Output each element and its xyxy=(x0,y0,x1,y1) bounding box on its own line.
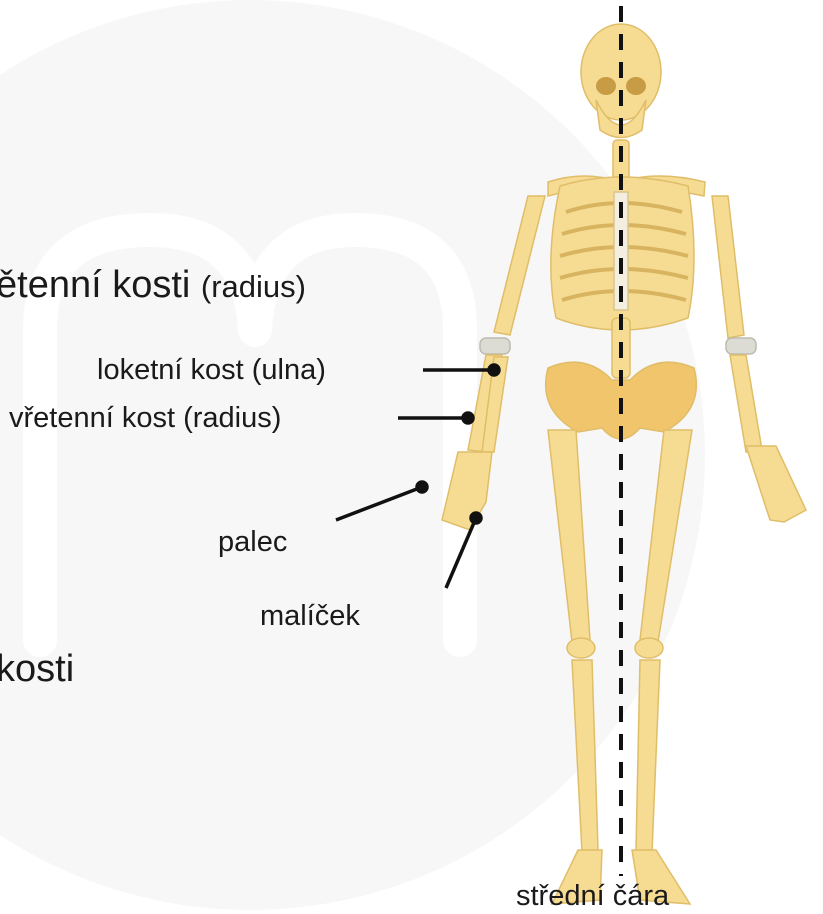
thumb-leader-line xyxy=(336,487,422,520)
little-finger-leader-dot xyxy=(471,513,481,523)
ulna-leader-dot xyxy=(489,365,499,375)
label-little-finger: malíček xyxy=(260,602,360,631)
little-finger-leader-line xyxy=(446,518,476,588)
label-ulna: loketní kost (ulna) xyxy=(97,356,326,385)
thumb-leader-dot xyxy=(417,482,427,492)
label-radius: vřetenní kost (radius) xyxy=(9,404,281,433)
label-midline: střední čára xyxy=(516,882,669,911)
label-thumb: palec xyxy=(218,528,287,557)
skeleton-figure xyxy=(442,24,806,904)
radius-leader-dot xyxy=(463,413,473,423)
